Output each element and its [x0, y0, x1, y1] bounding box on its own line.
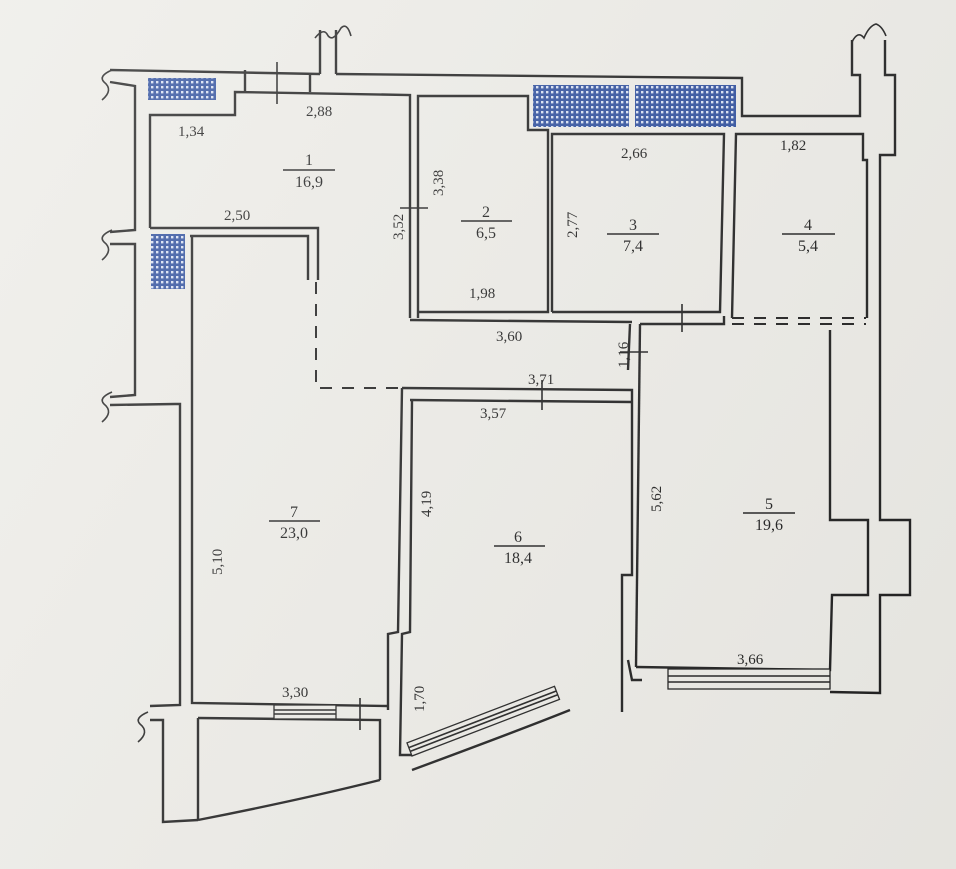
dim-3-57: 3,57: [480, 406, 507, 422]
svg-text:5,4: 5,4: [798, 238, 818, 255]
dim-3-38: 3,38: [431, 170, 447, 196]
svg-text:2: 2: [482, 204, 490, 221]
dim-4-19: 4,19: [419, 491, 435, 517]
dim-1-34: 1,34: [178, 124, 205, 140]
dim-2-66: 2,66: [621, 146, 648, 162]
svg-text:1: 1: [305, 152, 313, 169]
inner-walls: [148, 70, 870, 820]
room-3-label: 3 7,4: [607, 217, 659, 255]
radiator-top-2: [635, 85, 736, 127]
dimension-labels: 2,88 1,34 2,50 3,52 3,38 1,98 2,66 2,77 …: [178, 104, 806, 712]
dim-3-30: 3,30: [282, 685, 308, 701]
svg-text:19,6: 19,6: [755, 517, 783, 534]
dim-3-66: 3,66: [737, 652, 764, 668]
dim-3-60: 3,60: [496, 329, 522, 345]
dim-3-52: 3,52: [391, 214, 407, 240]
outer-walls: [101, 23, 912, 824]
svg-text:7: 7: [290, 504, 298, 521]
dim-3-71: 3,71: [528, 372, 554, 388]
dim-2-77: 2,77: [565, 211, 581, 238]
door-markers: [276, 62, 683, 730]
radiator-left: [151, 234, 185, 289]
svg-text:4: 4: [804, 217, 812, 234]
svg-text:16,9: 16,9: [295, 174, 323, 191]
room-1-label: 1 16,9: [283, 152, 335, 191]
room-4-label: 4 5,4: [782, 217, 835, 255]
room-7-label: 7 23,0: [269, 504, 320, 542]
windows: [273, 668, 831, 757]
dim-1-70: 1,70: [412, 686, 428, 712]
dim-1-82: 1,82: [780, 138, 806, 154]
dim-5-10: 5,10: [210, 549, 226, 575]
room-labels: 1 16,9 2 6,5 3 7,4 4 5,4 5 19,6 6 1: [269, 152, 835, 567]
svg-text:7,4: 7,4: [623, 238, 643, 255]
room-5-label: 5 19,6: [743, 496, 795, 534]
svg-text:3: 3: [629, 217, 637, 234]
dim-1-16: 1,16: [616, 341, 632, 368]
radiator-top-1: [533, 85, 629, 127]
radiators: [148, 78, 736, 289]
svg-text:18,4: 18,4: [504, 550, 532, 567]
dim-2-88: 2,88: [306, 104, 332, 120]
radiator-top-left: [148, 78, 216, 100]
dim-2-50: 2,50: [224, 208, 250, 224]
room-2-label: 2 6,5: [461, 204, 512, 242]
svg-text:6,5: 6,5: [476, 225, 496, 242]
svg-text:5: 5: [765, 496, 773, 513]
dim-1-98: 1,98: [469, 286, 495, 302]
svg-text:6: 6: [514, 529, 522, 546]
room-6-label: 6 18,4: [494, 529, 545, 567]
svg-text:23,0: 23,0: [280, 525, 308, 542]
dim-5-62: 5,62: [649, 486, 665, 512]
